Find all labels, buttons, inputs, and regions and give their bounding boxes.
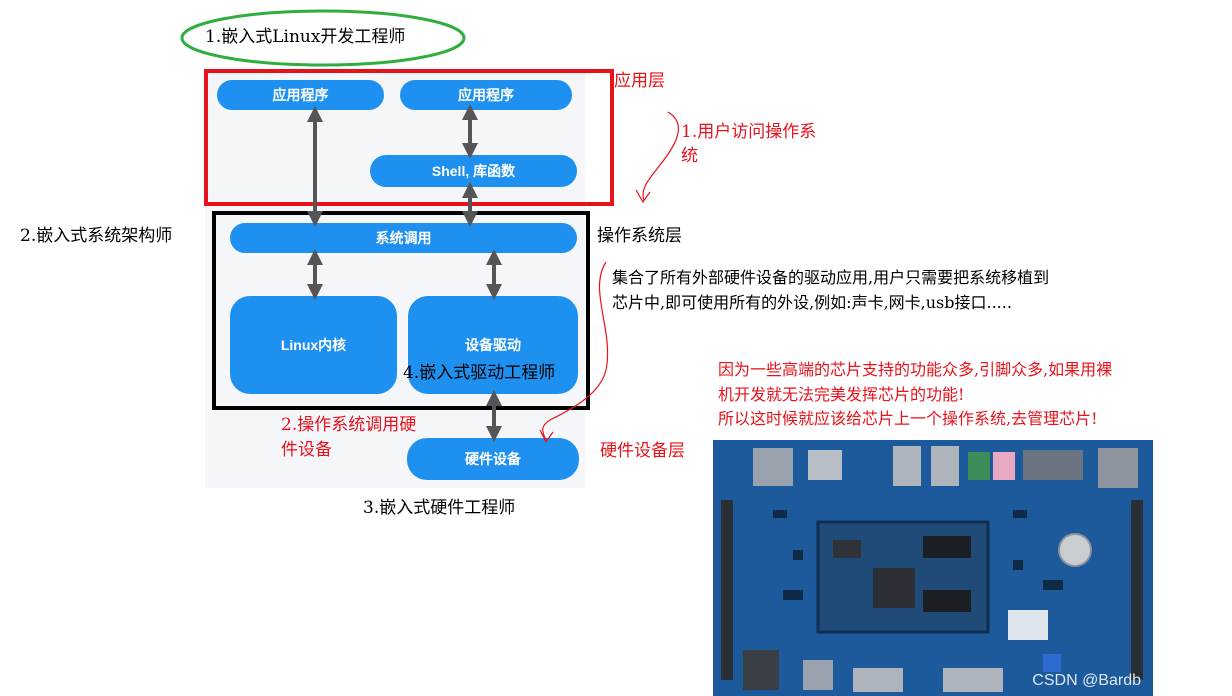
csdn-watermark: CSDN @Bardb [1032,672,1141,689]
user-access-line2: 统 [681,146,698,166]
app-box-1: 应用程序 [217,80,384,110]
chip-note-line3: 所以这时候就应该给芯片上一个操作系统,去管理芯片! [718,409,1098,428]
hardware-engineer-label: 3.嵌入式硬件工程师 [363,498,516,518]
title-ellipse [180,9,466,67]
shell-library-box: Shell, 库函数 [370,155,577,187]
os-layer-frame [212,211,590,410]
os-hardware-squiggle [539,261,609,444]
user-access-line1: 1.用户访问操作系 [681,122,817,142]
chip-note-line1: 因为一些高端的芯片支持的功能众多,引脚众多,如果用裸 [718,360,1113,379]
app-box-2: 应用程序 [400,80,572,110]
dev-board-drawing [713,440,1153,696]
device-driver-box: 设备驱动 [408,296,578,394]
user-access-squiggle [635,111,679,204]
os-calls-hw-line1: 2.操作系统调用硬 [281,415,417,435]
dev-board-image: CSDN @Bardb [713,440,1153,696]
system-architect-label: 2.嵌入式系统架构师 [20,226,173,246]
system-call-box: 系统调用 [230,223,577,253]
driver-note-line1: 集合了所有外部硬件设备的驱动应用,用户只需要把系统移植到 [612,268,1050,287]
driver-note-line2: 芯片中,即可使用所有的外设,例如:声卡,网卡,usb接口..... [612,293,1012,312]
hw-layer-label: 硬件设备层 [600,441,685,461]
hardware-device-box: 硬件设备 [407,438,579,480]
title-linux-engineer: 1.嵌入式Linux开发工程师 [205,27,406,47]
os-calls-hw-line2: 件设备 [281,440,332,460]
app-layer-frame [204,69,614,206]
diagram-backdrop [205,70,585,488]
linux-kernel-box: Linux内核 [230,296,397,394]
chip-note-line2: 机开发就无法完美发挥芯片的功能! [718,385,965,404]
os-layer-label: 操作系统层 [597,226,682,246]
driver-engineer-label: 4.嵌入式驱动工程师 [403,363,556,383]
app-layer-label: 应用层 [614,71,665,91]
